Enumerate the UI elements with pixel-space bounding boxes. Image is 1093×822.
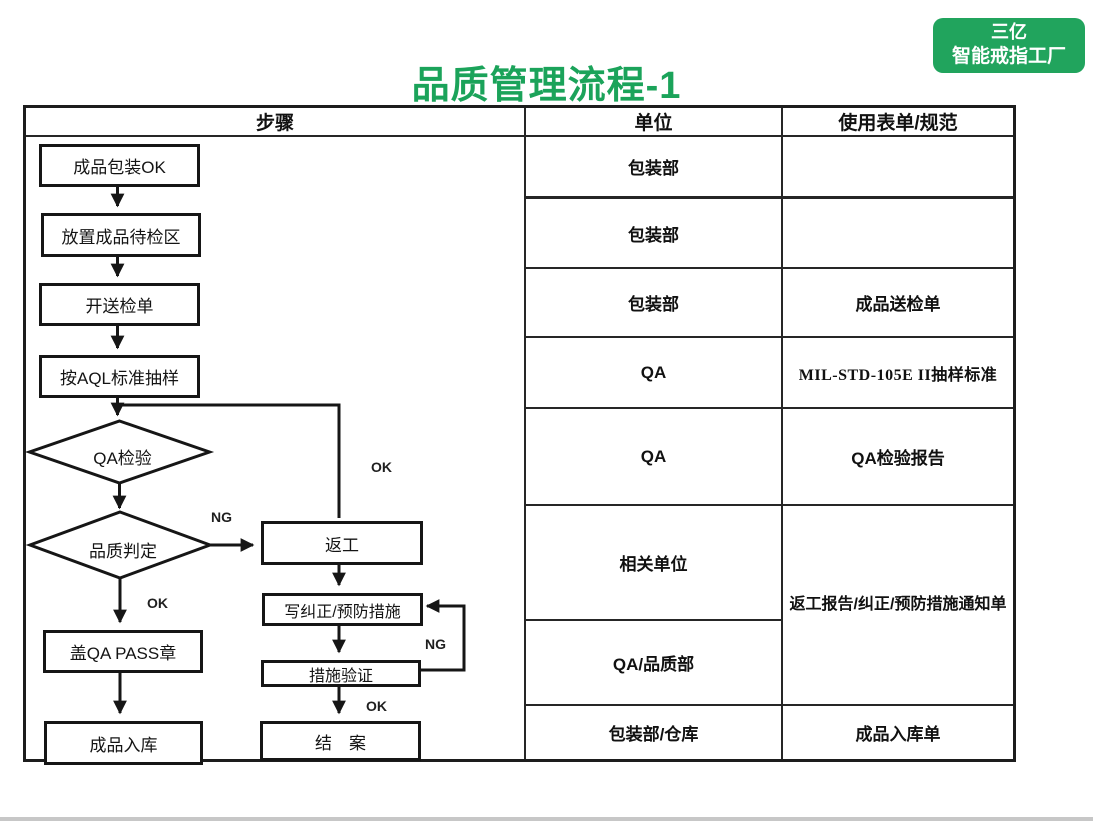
label-ng-quality-judgement: NG — [211, 509, 232, 525]
flow-step-qa-pass-stamp: 盖QA PASS章 — [43, 630, 203, 673]
row-line-2 — [524, 267, 1013, 269]
unit-cell-row7: QA/品质部 — [612, 655, 695, 674]
label-ok-quality-pass: OK — [147, 595, 168, 611]
flow-decision-qa-inspection: QA检验 — [93, 449, 152, 468]
badge-line2: 智能戒指工厂 — [951, 45, 1066, 67]
label-ok-close-case: OK — [366, 698, 387, 714]
quality-flow-table: 步骤 单位 使用表单/规范 包装部 包装部 包装部 QA QA 相关单位 QA/… — [23, 105, 1016, 765]
form-cell-row4: MIL-STD-105E II抽样标准 — [798, 366, 998, 384]
unit-cell-row5: QA — [640, 446, 667, 466]
flow-step-warehouse-in: 成品入库 — [44, 721, 203, 765]
flow-step-finished-packaging: 成品包装OK — [39, 144, 200, 187]
flow-step-rework: 返工 — [261, 521, 423, 565]
unit-cell-row8: 包装部/仓库 — [608, 725, 699, 744]
flow-step-corrective-action: 写纠正/预防措施 — [262, 593, 423, 626]
label-ok-rework-return: OK — [371, 459, 392, 475]
row-line-5 — [524, 504, 1013, 506]
header-bottom-line — [26, 135, 1013, 137]
form-cell-row8: 成品入库单 — [855, 725, 941, 744]
form-cell-row5: QA检验报告 — [851, 449, 945, 468]
column-header-unit: 单位 — [634, 113, 673, 134]
unit-cell-row3: 包装部 — [628, 295, 679, 314]
column-header-steps: 步骤 — [255, 113, 294, 134]
form-cell-rows6-7-merged: 返工报告/纠正/预防措施通知单 — [789, 596, 1007, 614]
unit-cell-row2: 包装部 — [628, 225, 679, 245]
flow-step-action-verification: 措施验证 — [261, 660, 421, 687]
flow-step-aql-sampling: 按AQL标准抽样 — [39, 355, 200, 398]
page-title: 品质管理流程-1 — [411, 65, 682, 107]
row-line-7 — [524, 704, 1013, 706]
flow-step-place-waiting-area: 放置成品待检区 — [41, 213, 201, 257]
slide-bottom-edge — [0, 817, 1093, 821]
unit-cell-row4: QA — [640, 362, 667, 382]
col-divider-steps-unit — [524, 108, 526, 759]
col-divider-unit-form — [781, 108, 783, 759]
unit-cell-row6: 相关单位 — [619, 555, 688, 574]
flow-decision-quality-judgement: 品质判定 — [89, 542, 157, 561]
form-cell-row3: 成品送检单 — [855, 295, 941, 314]
factory-badge: 三亿 智能戒指工厂 — [933, 18, 1085, 73]
row-line-6-unit-only — [524, 619, 783, 621]
label-ng-verification-loop: NG — [425, 636, 446, 652]
flow-step-case-closed: 结 案 — [260, 721, 421, 761]
badge-line1: 三亿 — [991, 22, 1027, 43]
row-line-4 — [524, 407, 1013, 409]
unit-cell-row1: 包装部 — [628, 159, 679, 178]
row-line-3 — [524, 336, 1013, 338]
row-line-1 — [524, 196, 1013, 199]
column-header-form: 使用表单/规范 — [838, 113, 958, 134]
flow-step-issue-inspection-sheet: 开送检单 — [39, 283, 200, 326]
